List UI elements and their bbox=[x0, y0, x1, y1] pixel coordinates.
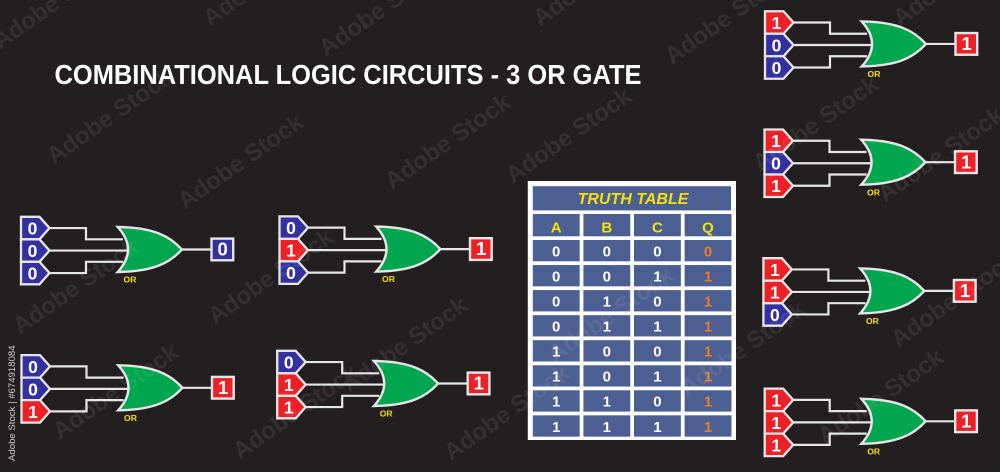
svg-text:0: 0 bbox=[603, 344, 611, 361]
svg-text:0: 0 bbox=[28, 357, 38, 377]
svg-text:1: 1 bbox=[704, 268, 712, 285]
svg-text:1: 1 bbox=[603, 394, 611, 411]
svg-text:1: 1 bbox=[603, 319, 611, 336]
svg-text:0: 0 bbox=[603, 268, 611, 285]
svg-text:1: 1 bbox=[771, 176, 781, 196]
svg-text:0: 0 bbox=[770, 305, 780, 325]
svg-text:0: 0 bbox=[603, 369, 611, 386]
svg-text:0: 0 bbox=[552, 268, 560, 285]
svg-text:1: 1 bbox=[653, 319, 661, 336]
svg-text:0: 0 bbox=[286, 263, 296, 283]
svg-text:1: 1 bbox=[704, 419, 712, 436]
svg-text:0: 0 bbox=[772, 35, 782, 55]
svg-text:OR: OR bbox=[867, 446, 881, 456]
svg-text:0: 0 bbox=[552, 243, 560, 260]
svg-text:1: 1 bbox=[653, 369, 661, 386]
svg-text:0: 0 bbox=[704, 243, 712, 260]
svg-text:1: 1 bbox=[704, 344, 712, 361]
svg-text:1: 1 bbox=[552, 419, 560, 436]
svg-text:1: 1 bbox=[961, 151, 971, 172]
svg-text:1: 1 bbox=[770, 260, 780, 280]
svg-text:0: 0 bbox=[653, 344, 661, 361]
svg-text:0: 0 bbox=[28, 241, 38, 261]
svg-text:1: 1 bbox=[771, 131, 781, 151]
svg-text:1: 1 bbox=[603, 419, 611, 436]
svg-text:Adobe Stock | #674918084: Adobe Stock | #674918084 bbox=[7, 345, 18, 461]
svg-text:A: A bbox=[551, 219, 562, 236]
svg-text:1: 1 bbox=[771, 390, 781, 410]
svg-text:0: 0 bbox=[28, 264, 38, 284]
svg-text:1: 1 bbox=[552, 394, 560, 411]
svg-text:COMBINATIONAL LOGIC CIRCUITS -: COMBINATIONAL LOGIC CIRCUITS - 3 OR GATE bbox=[55, 59, 642, 90]
svg-text:1: 1 bbox=[552, 369, 560, 386]
svg-text:1: 1 bbox=[704, 294, 712, 311]
svg-text:OR: OR bbox=[380, 409, 394, 419]
svg-text:1: 1 bbox=[704, 319, 712, 336]
svg-text:1: 1 bbox=[474, 373, 484, 394]
svg-text:1: 1 bbox=[961, 33, 971, 54]
svg-text:1: 1 bbox=[218, 377, 228, 398]
svg-text:C: C bbox=[652, 219, 663, 236]
svg-text:0: 0 bbox=[217, 239, 227, 260]
svg-text:0: 0 bbox=[28, 379, 38, 399]
svg-text:OR: OR bbox=[124, 275, 138, 285]
svg-text:1: 1 bbox=[476, 238, 486, 259]
svg-text:0: 0 bbox=[771, 154, 781, 174]
svg-text:OR: OR bbox=[866, 316, 880, 326]
svg-text:Q: Q bbox=[702, 219, 714, 236]
svg-text:B: B bbox=[601, 219, 612, 236]
svg-text:1: 1 bbox=[286, 241, 296, 261]
svg-text:0: 0 bbox=[603, 243, 611, 260]
svg-text:0: 0 bbox=[28, 219, 38, 239]
svg-text:0: 0 bbox=[552, 294, 560, 311]
svg-text:1: 1 bbox=[284, 398, 294, 418]
svg-text:0: 0 bbox=[552, 319, 560, 336]
svg-text:0: 0 bbox=[653, 294, 661, 311]
svg-text:1: 1 bbox=[770, 282, 780, 302]
svg-text:TRUTH TABLE: TRUTH TABLE bbox=[578, 191, 690, 208]
svg-text:1: 1 bbox=[653, 419, 661, 436]
svg-text:1: 1 bbox=[284, 375, 294, 395]
svg-text:1: 1 bbox=[603, 294, 611, 311]
svg-text:1: 1 bbox=[771, 413, 781, 433]
svg-text:1: 1 bbox=[704, 369, 712, 386]
svg-text:0: 0 bbox=[772, 58, 782, 78]
svg-text:OR: OR bbox=[124, 413, 138, 423]
svg-text:1: 1 bbox=[552, 344, 560, 361]
svg-text:0: 0 bbox=[653, 243, 661, 260]
svg-text:0: 0 bbox=[284, 353, 294, 373]
svg-text:1: 1 bbox=[28, 402, 38, 422]
svg-text:OR: OR bbox=[382, 274, 396, 284]
svg-text:0: 0 bbox=[653, 394, 661, 411]
svg-text:OR: OR bbox=[868, 69, 882, 79]
svg-text:0: 0 bbox=[286, 218, 296, 238]
svg-text:1: 1 bbox=[653, 268, 661, 285]
svg-text:1: 1 bbox=[961, 410, 971, 431]
svg-text:1: 1 bbox=[704, 394, 712, 411]
svg-text:1: 1 bbox=[771, 435, 781, 455]
svg-text:1: 1 bbox=[960, 280, 970, 301]
svg-text:OR: OR bbox=[867, 187, 881, 197]
svg-text:1: 1 bbox=[772, 13, 782, 33]
